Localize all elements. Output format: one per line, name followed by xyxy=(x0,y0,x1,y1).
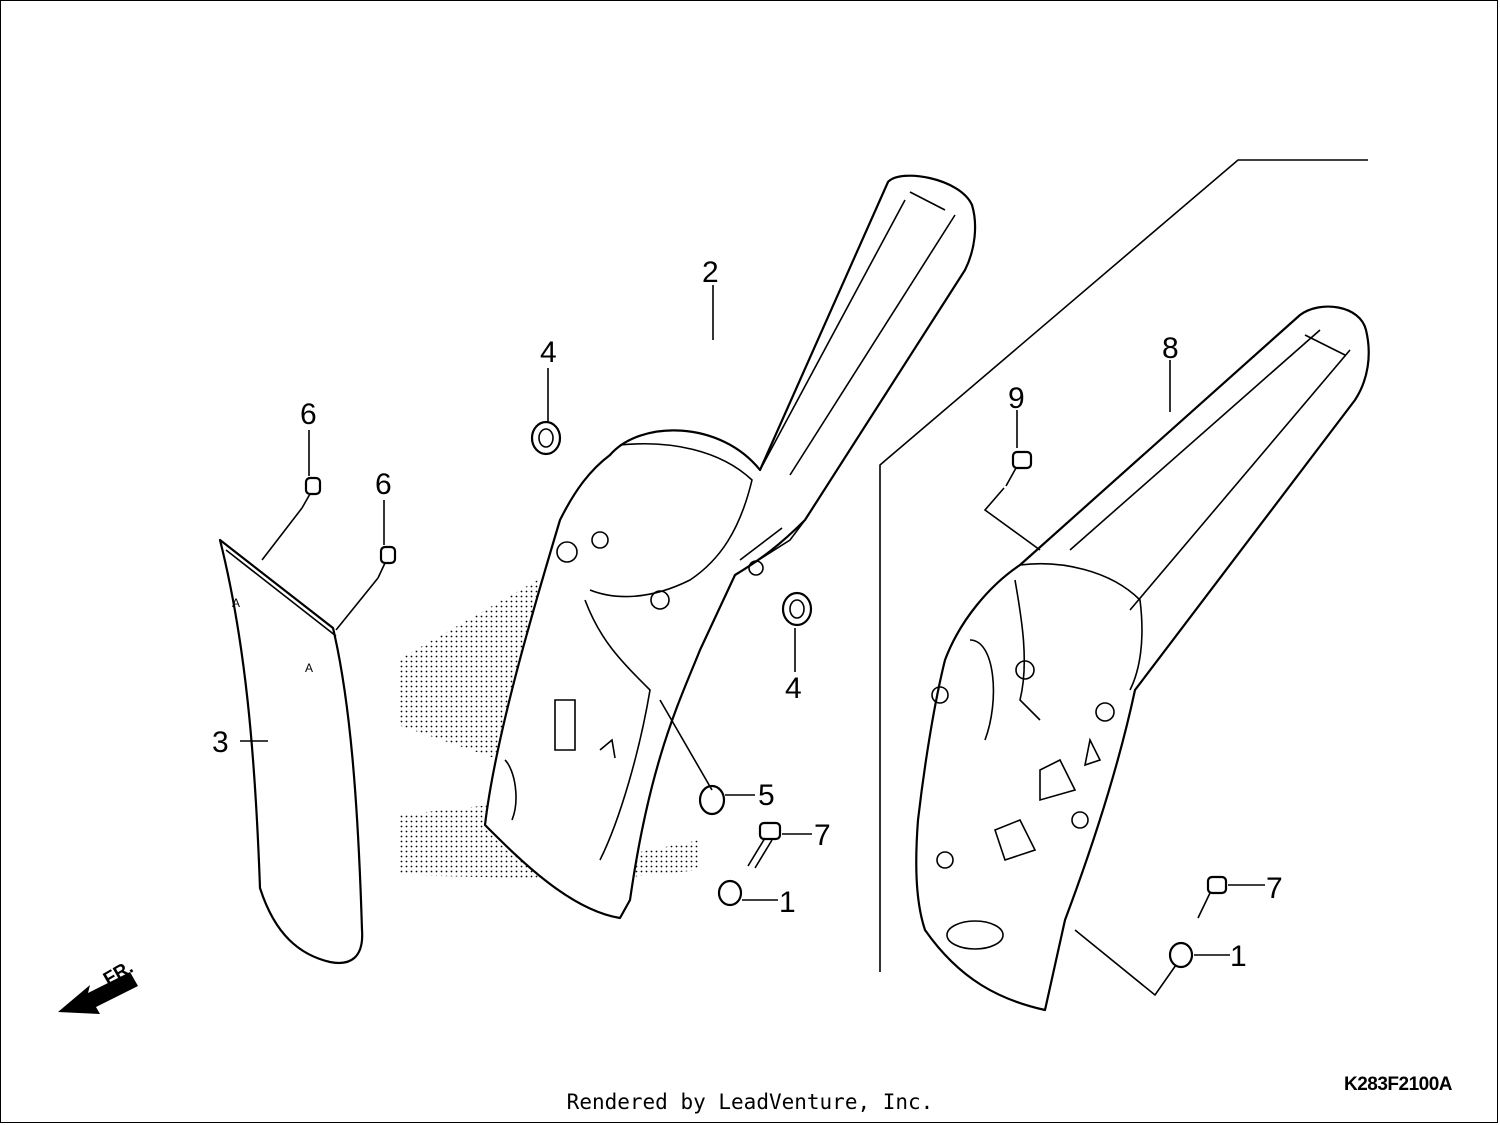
hardware-grommet-upper-left xyxy=(530,420,562,456)
part-3-mud-guard: A A xyxy=(218,538,364,964)
callout-1-left: 1 xyxy=(779,886,796,919)
hardware-bolt-7a xyxy=(747,821,782,869)
front-direction-arrow: FR. xyxy=(58,957,138,1014)
callout-9: 9 xyxy=(1008,382,1025,415)
leader-lines xyxy=(240,285,1265,997)
part-2-rear-fender xyxy=(483,174,977,920)
callout-4-upper: 4 xyxy=(540,336,557,369)
footer-credit: Rendered by LeadVenture, Inc. xyxy=(566,1090,934,1114)
alternate-version-bracket xyxy=(879,159,1368,972)
hardware-collar xyxy=(698,784,726,816)
callout-6-right: 6 xyxy=(375,468,392,501)
callout-5: 5 xyxy=(758,779,775,812)
part-8-rear-fender-alt xyxy=(915,305,1370,1012)
callout-7-left: 7 xyxy=(814,819,831,852)
callout-1-right: 1 xyxy=(1230,940,1247,973)
hardware-nut-1b xyxy=(1168,941,1194,969)
callout-7-right: 7 xyxy=(1266,872,1283,905)
hardware-nut-1a xyxy=(717,879,743,907)
hardware-bolt-7b xyxy=(1197,875,1228,919)
callout-3: 3 xyxy=(212,726,229,759)
callout-4-lower: 4 xyxy=(785,672,802,705)
callout-numbers: 2 4 6 6 3 4 5 7 1 8 9 7 1 xyxy=(212,256,1283,973)
svg-text:A: A xyxy=(232,596,240,610)
hardware-screw-6a xyxy=(301,476,322,509)
svg-text:A: A xyxy=(305,661,313,675)
callout-2: 2 xyxy=(702,256,719,289)
callout-8: 8 xyxy=(1162,332,1179,365)
drawing-code: K283F2100A xyxy=(1343,1074,1453,1095)
hardware-screw-6b xyxy=(377,545,397,579)
hardware-bolt-9 xyxy=(1005,450,1033,487)
hardware-grommet-right xyxy=(781,591,813,627)
callout-6-left: 6 xyxy=(300,398,317,431)
